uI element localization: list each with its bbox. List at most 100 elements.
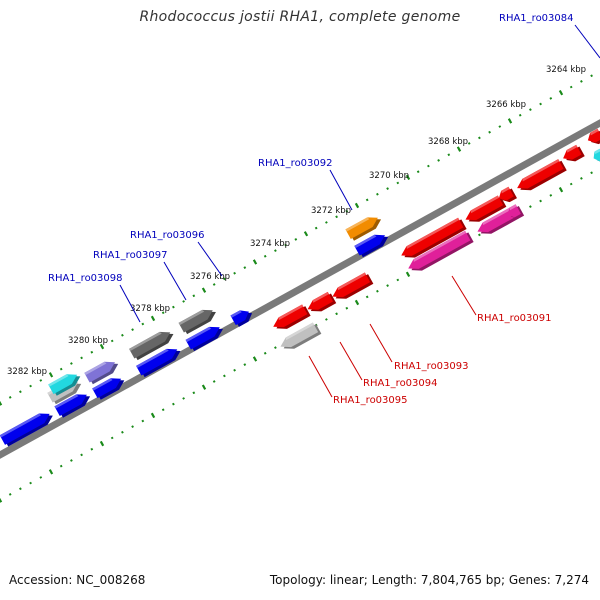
gene-leader-line [369,323,393,363]
gene-arrow[interactable] [496,186,517,206]
scale-tick [182,397,185,400]
gene-arrow-body[interactable] [330,272,371,302]
scale-tick [386,187,389,190]
gene-arrow[interactable] [305,291,337,317]
gene-label[interactable]: RHA1_ro03093 [394,361,469,372]
scale-tick [507,118,513,124]
gene-arrow-highlight [54,394,79,409]
gene-label[interactable]: RHA1_ro03096 [130,230,205,241]
scale-tick [0,400,3,406]
gene-arrow-highlight [0,413,42,438]
gene-arrow-body[interactable] [345,213,380,240]
gene-layer[interactable] [0,128,600,448]
scale-label: 3272 kbp [311,206,351,216]
gene-arrow[interactable] [278,322,322,355]
gene-arrow[interactable] [505,203,525,222]
gene-label[interactable]: RHA1_ro03095 [333,395,408,406]
gene-label[interactable]: RHA1_ro03084 [499,13,574,24]
gene-leader-line [574,24,600,59]
scale-tick [8,492,12,496]
scale-tick [354,202,360,209]
scale-tick [39,379,43,382]
gene-arrow[interactable] [92,373,127,401]
scale-tick [345,306,349,310]
gene-arrow-body[interactable] [514,159,564,193]
scale-label: 3264 kbp [546,65,586,75]
gene-leader-line [308,355,333,398]
gene-arrow-body[interactable] [48,370,80,395]
scale-tick [263,351,267,355]
scale-tick [141,322,145,326]
scale-tick [590,171,593,175]
scale-tick [243,363,247,366]
gene-arrow[interactable] [354,229,391,258]
scale-tick [405,271,411,278]
gene-arrow[interactable] [345,212,383,242]
scale-tick [365,198,369,202]
gene-arrow-body[interactable] [92,374,124,399]
scale-tick [549,193,553,197]
scale-tick [223,374,226,378]
gene-arrow[interactable] [560,144,585,166]
gene-arrow[interactable] [54,389,92,419]
gene-arrow[interactable] [406,230,474,276]
gene-arrow-body[interactable] [129,328,173,359]
gene-arrow[interactable] [230,306,254,328]
gene-arrow-body[interactable] [84,357,117,383]
scale-tick [376,289,379,293]
scale-label: 3276 kbp [190,272,230,282]
gene-arrow-highlight [509,204,517,211]
scale-tick [223,277,226,281]
gene-label[interactable]: RHA1_ro03098 [48,273,123,284]
scale-tick [70,362,73,365]
gene-label[interactable]: RHA1_ro03091 [477,313,552,324]
gene-arrow-body[interactable] [278,322,319,352]
gene-arrow[interactable] [185,322,226,353]
scale-tick [518,113,522,117]
gene-arrow[interactable] [178,305,219,336]
scale-tick [396,278,400,282]
gene-arrow-body[interactable] [406,230,471,274]
scale-tick [580,177,583,180]
gene-arrow-highlight [470,195,500,214]
gene-arrow[interactable] [84,356,121,385]
gene-arrow-body[interactable] [54,390,89,417]
gene-arrow[interactable] [585,128,600,148]
gene-arrow-highlight [285,322,315,341]
gene-arrow-body[interactable] [271,304,308,331]
gene-arrow-highlight [129,331,162,352]
gene-label[interactable]: RHA1_ro03094 [363,378,438,389]
gene-arrow[interactable] [48,369,83,397]
gene-arrow-body[interactable] [399,217,464,261]
gene-arrow-body[interactable] [305,291,334,314]
scale-tick [0,497,3,503]
gene-arrow[interactable] [330,272,374,305]
scale-tick [19,487,22,491]
gene-arrow-highlight [185,326,212,343]
gene-arrow[interactable] [591,148,600,166]
gene-arrow[interactable] [463,195,507,228]
gene-arrow[interactable] [129,327,176,362]
gene-arrow-body[interactable] [475,207,516,237]
gene-arrow[interactable] [399,217,467,263]
gene-arrow-body[interactable] [463,195,504,225]
scale-tick [29,384,32,388]
gene-arrow-body[interactable] [560,144,582,163]
gene-arrow-body[interactable] [354,230,387,256]
gene-arrow[interactable] [514,158,567,195]
gene-arrow[interactable] [271,304,311,335]
scale-tick [274,346,277,350]
gene-arrow[interactable] [136,344,183,379]
gene-arrow-body[interactable] [185,322,223,350]
gene-arrow[interactable] [0,408,55,447]
gene-arrow-body[interactable] [0,409,52,445]
gene-arrow-body[interactable] [136,345,180,376]
genome-title: Rhodococcus jostii RHA1, complete genome [139,9,461,25]
gene-label[interactable]: RHA1_ro03097 [93,250,168,261]
gene-label[interactable]: RHA1_ro03092 [258,158,333,169]
scale-tick [447,153,451,157]
gene-leader-line [197,241,223,277]
scale-tick [590,74,593,78]
gene-arrow-body[interactable] [178,305,216,333]
